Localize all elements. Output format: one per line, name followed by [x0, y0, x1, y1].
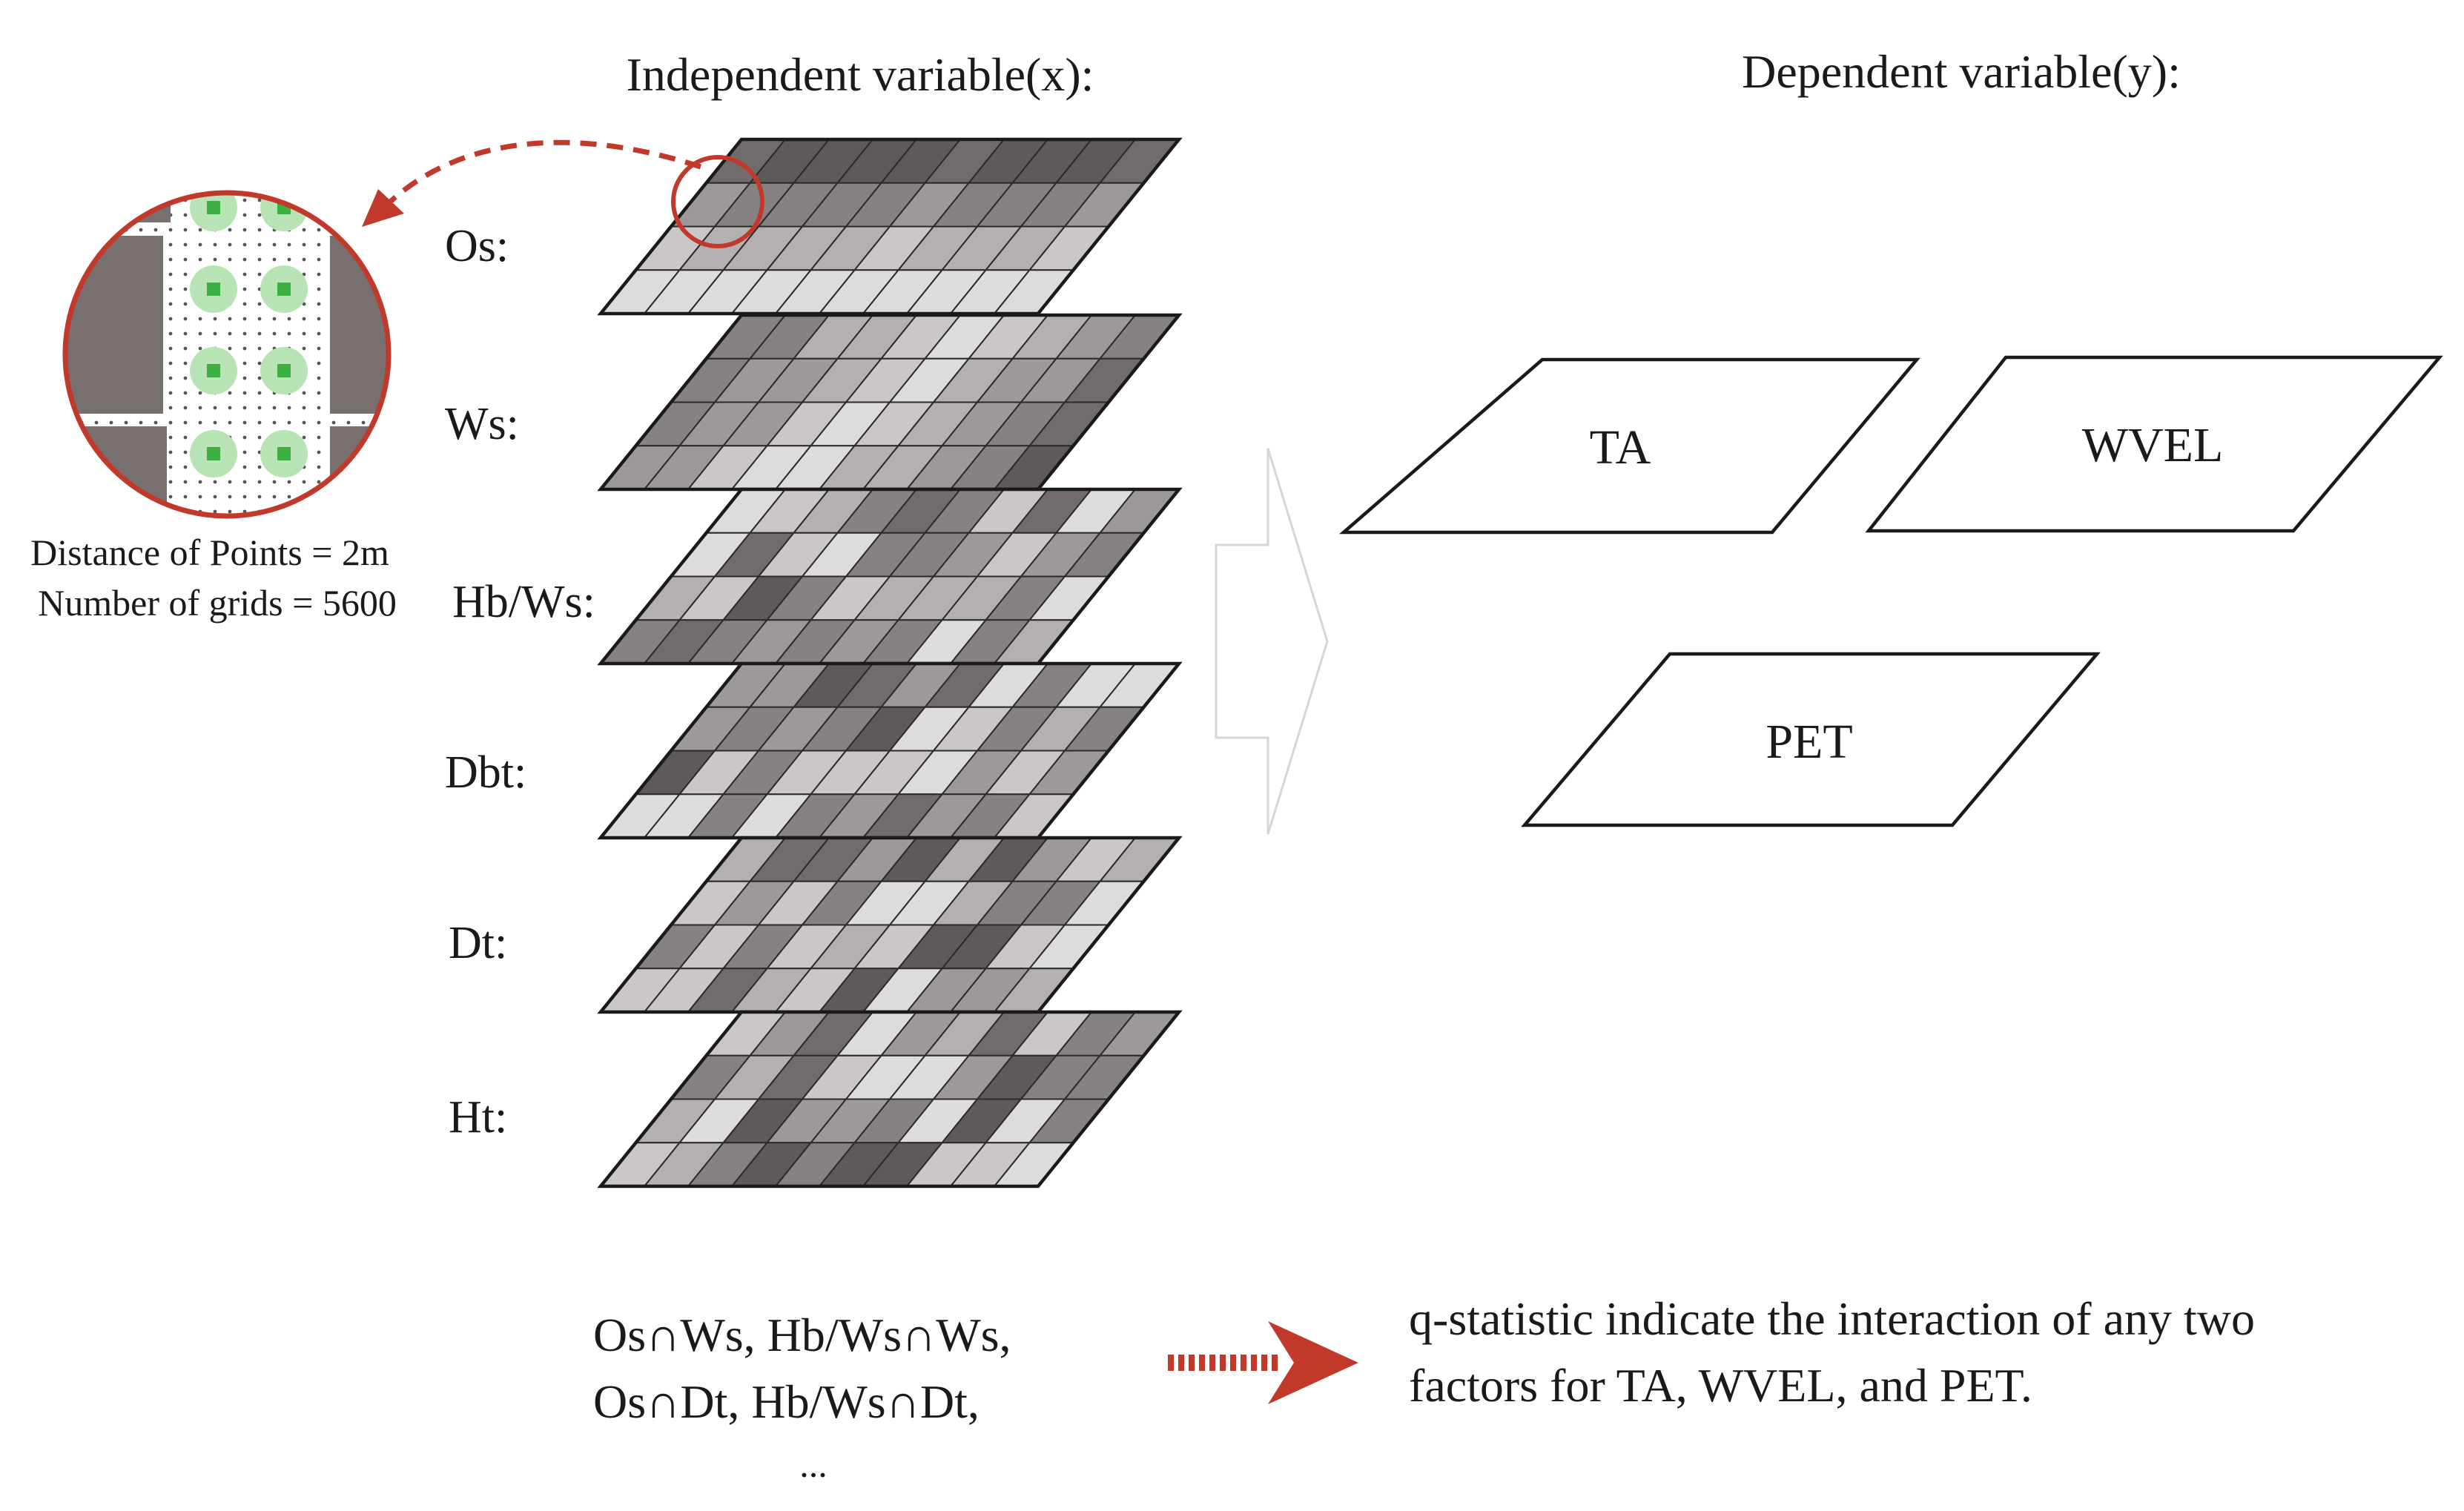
distance-of-points-text: Distance of Points = 2m [30, 532, 389, 573]
tree-trunk-point [207, 282, 220, 296]
building-block-bottom-left [65, 426, 167, 516]
independent-variable-header: Independent variable(x): [627, 48, 1094, 101]
result-arrow [1168, 1321, 1358, 1404]
independent-layer-stack: Os: Ws: Hb/Ws: Dbt: Dt: Ht: [445, 137, 1183, 1188]
tree-trunk-point [277, 447, 291, 460]
layer-label: Os: [445, 221, 509, 271]
tree-points [190, 193, 308, 477]
dependent-variable-header: Dependent variable(y): [1742, 45, 2181, 98]
layer-hbws [597, 487, 1183, 666]
interactions-ellipsis: ... [799, 1444, 828, 1485]
interactions-line-1: Os∩Ws, Hb/Ws∩Ws, [593, 1309, 1011, 1361]
tree-trunk-point [207, 364, 220, 377]
building-block-top-left [65, 193, 171, 222]
layer-label: Dbt: [445, 747, 526, 798]
layer-ws [597, 313, 1183, 492]
layer-label: Ws: [445, 399, 519, 449]
output-ta: TA [1338, 357, 1920, 535]
layer-label: Ht: [449, 1092, 507, 1143]
zoom-inset [62, 190, 392, 519]
layer-os [597, 137, 1183, 316]
output-wvel-label: WVEL [2082, 418, 2224, 472]
building-block-right [330, 236, 389, 414]
layer-label: Dt: [449, 918, 507, 968]
output-ta-label: TA [1590, 420, 1651, 475]
zoom-arrow [362, 139, 702, 227]
layer-label: Hb/Ws: [452, 577, 595, 627]
output-pet-label: PET [1766, 715, 1852, 769]
layer-dt [597, 836, 1183, 1014]
tree-trunk-point [207, 201, 220, 214]
zoom-source-circle [671, 155, 764, 248]
result-line-2: factors for TA, WVEL, and PET. [1409, 1359, 2032, 1412]
tree-trunk-point [277, 282, 291, 296]
result-line-1: q-statistic indicate the interaction of … [1409, 1292, 2255, 1345]
output-pet: PET [1521, 652, 2101, 827]
interactions-line-2: Os∩Dt, Hb/Ws∩Dt, [593, 1375, 980, 1428]
building-block-left [65, 236, 163, 414]
building-block-bottom-right [330, 426, 389, 516]
flow-arrow [1215, 448, 1329, 835]
number-of-grids-text: Number of grids = 5600 [38, 582, 397, 624]
layer-dbt [597, 661, 1183, 840]
tree-trunk-point [207, 447, 220, 460]
output-wvel: WVEL [1865, 355, 2443, 533]
inset-outline [62, 190, 392, 519]
layer-outline [597, 1010, 1183, 1188]
tree-trunk-point [277, 364, 291, 377]
layer-ht [597, 1010, 1183, 1188]
